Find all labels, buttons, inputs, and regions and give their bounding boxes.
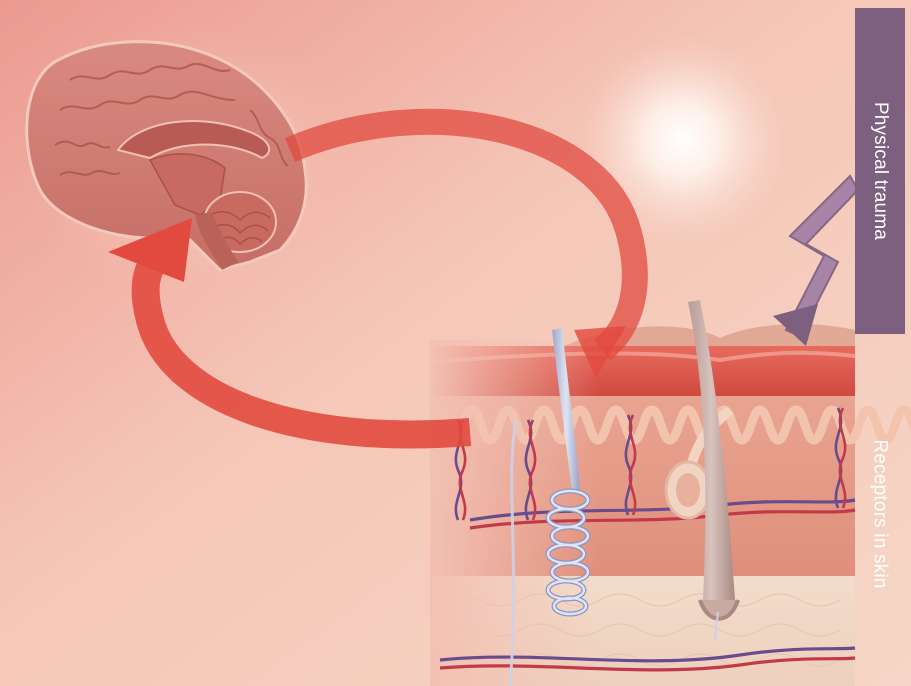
receptors-in-skin-label: Receptors in skin [869,439,891,588]
receptors-in-skin-label-bar: Receptors in skin [855,342,905,686]
physical-trauma-label: Physical trauma [869,102,891,240]
physical-trauma-label-bar: Physical trauma [855,8,905,334]
brain-icon [20,20,360,310]
skin-cross-section [430,300,911,686]
